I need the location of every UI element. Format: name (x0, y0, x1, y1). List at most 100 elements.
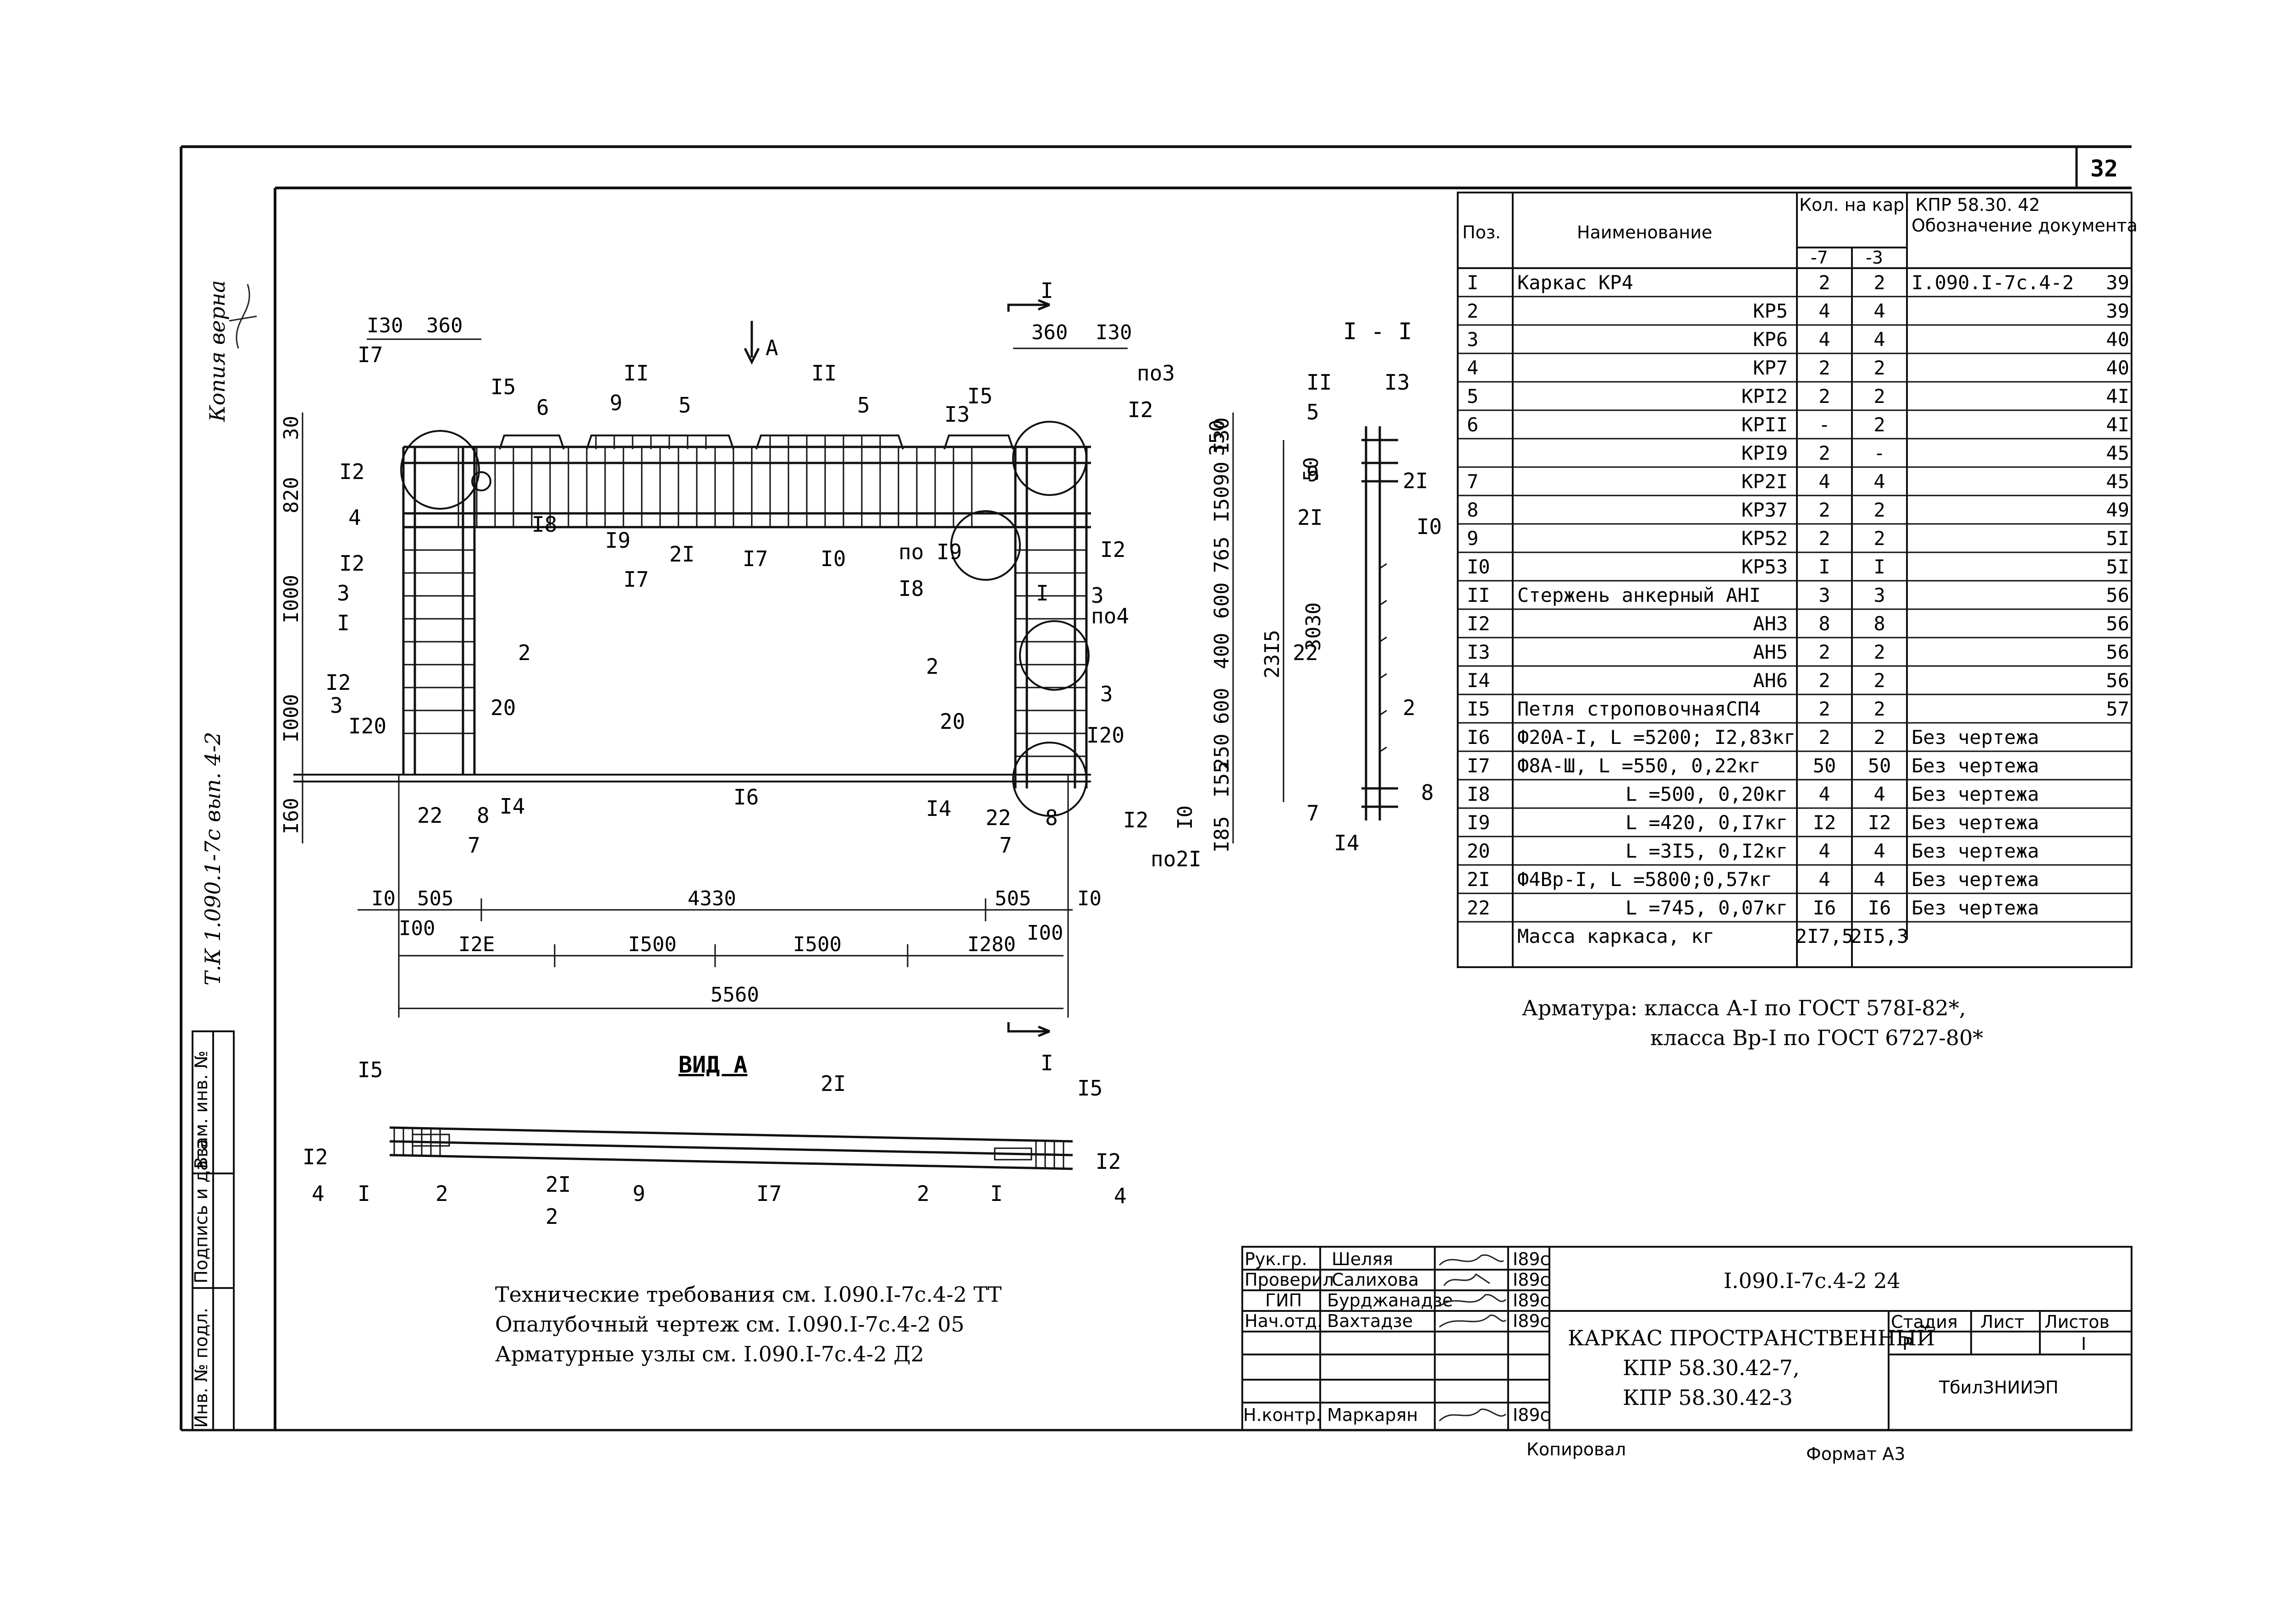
pos-label: I (358, 1181, 370, 1206)
pos-label: I0 (1416, 514, 1442, 539)
spec-cell-b: 2 (1873, 413, 1885, 436)
spec-cell-a: 2 (1818, 442, 1830, 464)
pos-label: I20 (348, 714, 386, 738)
stage-label: Стадия (1891, 1312, 1958, 1332)
spec-cell-pos: 9 (1467, 527, 1478, 550)
pos-label: 2I (1403, 468, 1428, 493)
pos-label: I0 (821, 546, 846, 571)
pos-label: I2 (303, 1145, 328, 1169)
pos-label: 3 (1091, 583, 1104, 608)
role-4: Нач.отд. (1245, 1311, 1322, 1331)
pos-label: I6 (733, 785, 759, 809)
dim-top-right-0: 360 (1031, 321, 1068, 344)
spec-cell-name: Стержень анкерный АНI (1517, 584, 1761, 606)
spec-cell-sheet: 5I (2106, 527, 2129, 550)
pos-label: 2 (435, 1181, 448, 1206)
spec-cell-b: 2 (1873, 271, 1885, 294)
spec-cell-pos: 20 (1467, 840, 1490, 862)
spec-cell-a: 4 (1818, 470, 1830, 493)
title-block-people: Рук.гр. Шеляя I89с Проверил Салихова I89… (1243, 1249, 1549, 1425)
sheet-label: Лист (1980, 1312, 2024, 1332)
spec-cell-pos: 22 (1467, 897, 1490, 919)
pos-label: по3 (1137, 361, 1175, 385)
spec-cell-sheet: 49 (2106, 499, 2129, 521)
pos-label: 2I (821, 1071, 846, 1096)
spec-cell-a: 4 (1818, 783, 1830, 805)
dim-bottom2-4: I280 (967, 933, 1016, 956)
spec-cell-b: 2 (1873, 726, 1885, 749)
spec-cell-name: КРI9 (1741, 442, 1788, 464)
spec-cell-name: КРI2 (1741, 385, 1788, 407)
pos-label: I5 (490, 374, 516, 399)
note-formwork: Опалубочный чертеж см. I.090.I-7с.4-2 05 (495, 1312, 964, 1337)
spec-cell-name: КР5 (1753, 300, 1788, 322)
spec-cell-doc: Без чертежа (1912, 840, 2039, 862)
spec-cell-b: - (1873, 442, 1885, 464)
dim-bottom2-2: I500 (628, 933, 677, 956)
dim-bottom1-0: I0 (371, 887, 396, 910)
date-2: I89с (1513, 1270, 1549, 1290)
footer-format: Формат А3 (1806, 1444, 1905, 1464)
pos-label: II (623, 361, 649, 385)
tk-stamp: Т.К 1.090.1-7с вып. 4-2 (200, 732, 225, 985)
title-line-1: КАРКАС ПРОСТРАНСТВЕННЫЙ (1568, 1325, 1935, 1350)
spec-cell-pos: 2I (1467, 868, 1490, 891)
spec-cell-b: 4 (1873, 470, 1885, 493)
spec-cell-a: 2 (1818, 357, 1830, 379)
spec-cell-b: 2 (1873, 641, 1885, 663)
pos-label: 2 (1403, 695, 1416, 720)
spec-cell-a: 2 (1818, 527, 1830, 550)
spec-mass-b: 2I5,3 (1851, 925, 1908, 947)
dim-right-4: 600 (1210, 583, 1234, 619)
spec-cell-name: L =745, 0,07кг (1625, 897, 1788, 919)
spec-cell-b: 50 (1868, 754, 1891, 777)
spec-cell-sheet: 56 (2106, 669, 2129, 692)
pos-label: I2 (1100, 537, 1125, 562)
spec-cell-a: 8 (1818, 612, 1830, 635)
spec-cell-b: 2 (1873, 499, 1885, 521)
dim-bottom2-3: I500 (793, 933, 842, 956)
spec-cell-name: L =420, 0,I7кг (1625, 811, 1788, 834)
spec-cell-b: 2 (1873, 669, 1885, 692)
pos-label: I2 (1096, 1149, 1121, 1174)
spec-cell-b: I (1873, 556, 1885, 578)
pos-label: 2I (1297, 505, 1322, 530)
spec-cell-pos: 4 (1467, 357, 1478, 379)
spec-cell-name: L =3I5, 0,I2кг (1625, 840, 1788, 862)
spec-row-lines (1458, 296, 2132, 923)
pos-label: 8 (477, 803, 490, 828)
date-1: I89с (1513, 1249, 1549, 1269)
spec-cell-a: 4 (1818, 868, 1830, 891)
pos-label: II (811, 361, 837, 385)
beam-stirrups (457, 447, 973, 527)
pos-label: II (1306, 370, 1332, 395)
signatures (229, 284, 1507, 1422)
spec-cell-name: L =500, 0,20кг (1625, 783, 1788, 805)
section-mark-top: I (1041, 278, 1053, 303)
pos-label: 5 (1306, 400, 1319, 424)
spec-cell-name: КРII (1741, 413, 1788, 436)
spec-cell-sheet: 56 (2106, 641, 2129, 663)
pos-label: 22 (986, 805, 1011, 830)
spec-cell-doc: Без чертежа (1912, 783, 2039, 805)
dim-left-1: 820 (280, 477, 303, 513)
spec-header-qty-a: -7 (1811, 248, 1828, 268)
dim-top-right-1: I30 (1096, 321, 1132, 344)
spec-cell-name: Каркас КР4 (1517, 271, 1633, 294)
dim-right-1: 90 (1210, 462, 1234, 486)
section-view (1361, 426, 1398, 820)
pos-label: 6 (536, 395, 549, 420)
copy-verified-stamp: Копия верна (205, 280, 230, 422)
role-5: Н.контр. (1243, 1405, 1321, 1425)
spec-cell-sheet: 45 (2106, 470, 2129, 493)
pos-label: 4 (312, 1181, 325, 1206)
date-3: I89с (1513, 1290, 1549, 1310)
title-block-grid (1241, 1246, 2132, 1431)
pos-label: 20 (940, 709, 965, 734)
pos-label: 2 (917, 1181, 930, 1206)
pos-label: 4 (1114, 1184, 1127, 1208)
spec-header-qty: Кол. на кар. КПР 58.30. 42 (1799, 195, 2040, 215)
pos-label: 9 (633, 1181, 645, 1206)
